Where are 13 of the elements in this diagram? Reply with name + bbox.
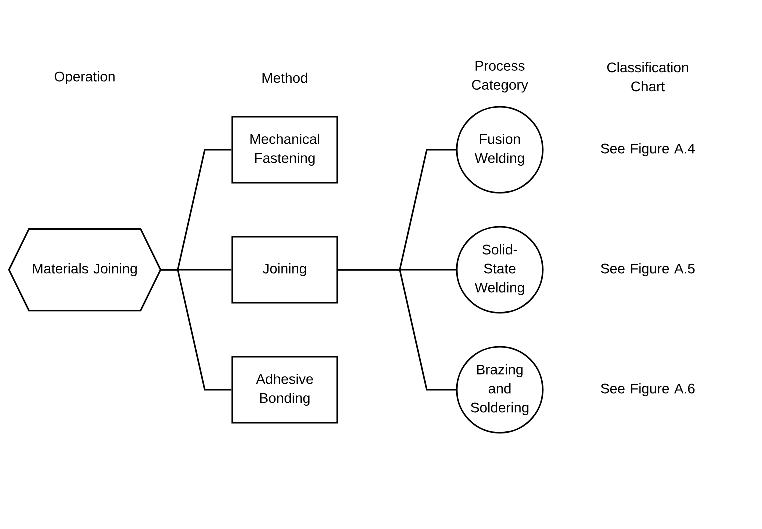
figure-reference: See Figure A.4 [601, 143, 696, 157]
column-header: Process Category [472, 61, 528, 93]
method-box: Mechanical Fastening [232, 116, 338, 184]
column-header: Classification Chart [607, 62, 688, 92]
figure-reference: See Figure A.5 [601, 263, 695, 277]
connector-line [160, 269, 232, 391]
figure-reference: See Figure A.6 [601, 383, 695, 397]
connector-line [338, 269, 456, 391]
hexagon-node: Materials Joining [8, 228, 162, 312]
method-box: Adhesive Bonding [232, 356, 338, 424]
column-header: Operation [54, 71, 115, 85]
column-header: Method [262, 72, 308, 84]
method-box: Joining [232, 236, 338, 304]
